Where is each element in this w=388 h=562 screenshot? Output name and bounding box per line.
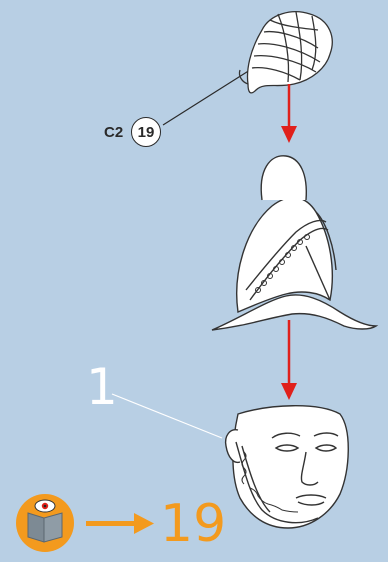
assembly-arrow-2 [281,320,297,400]
leader-line [162,69,251,126]
reference-arrow [86,513,154,534]
helmet-part [211,155,379,331]
step-leader-line [111,393,223,439]
plume-part [238,11,333,94]
head-part [224,405,349,529]
part-quantity-badge: 19 [131,117,161,147]
book-eye-icon [16,494,74,552]
part-id-label: C2 [104,124,124,141]
assembly-arrow-1 [281,84,297,143]
reference-page-number: 19 [160,494,227,554]
step-number-label: 1 [86,358,118,416]
